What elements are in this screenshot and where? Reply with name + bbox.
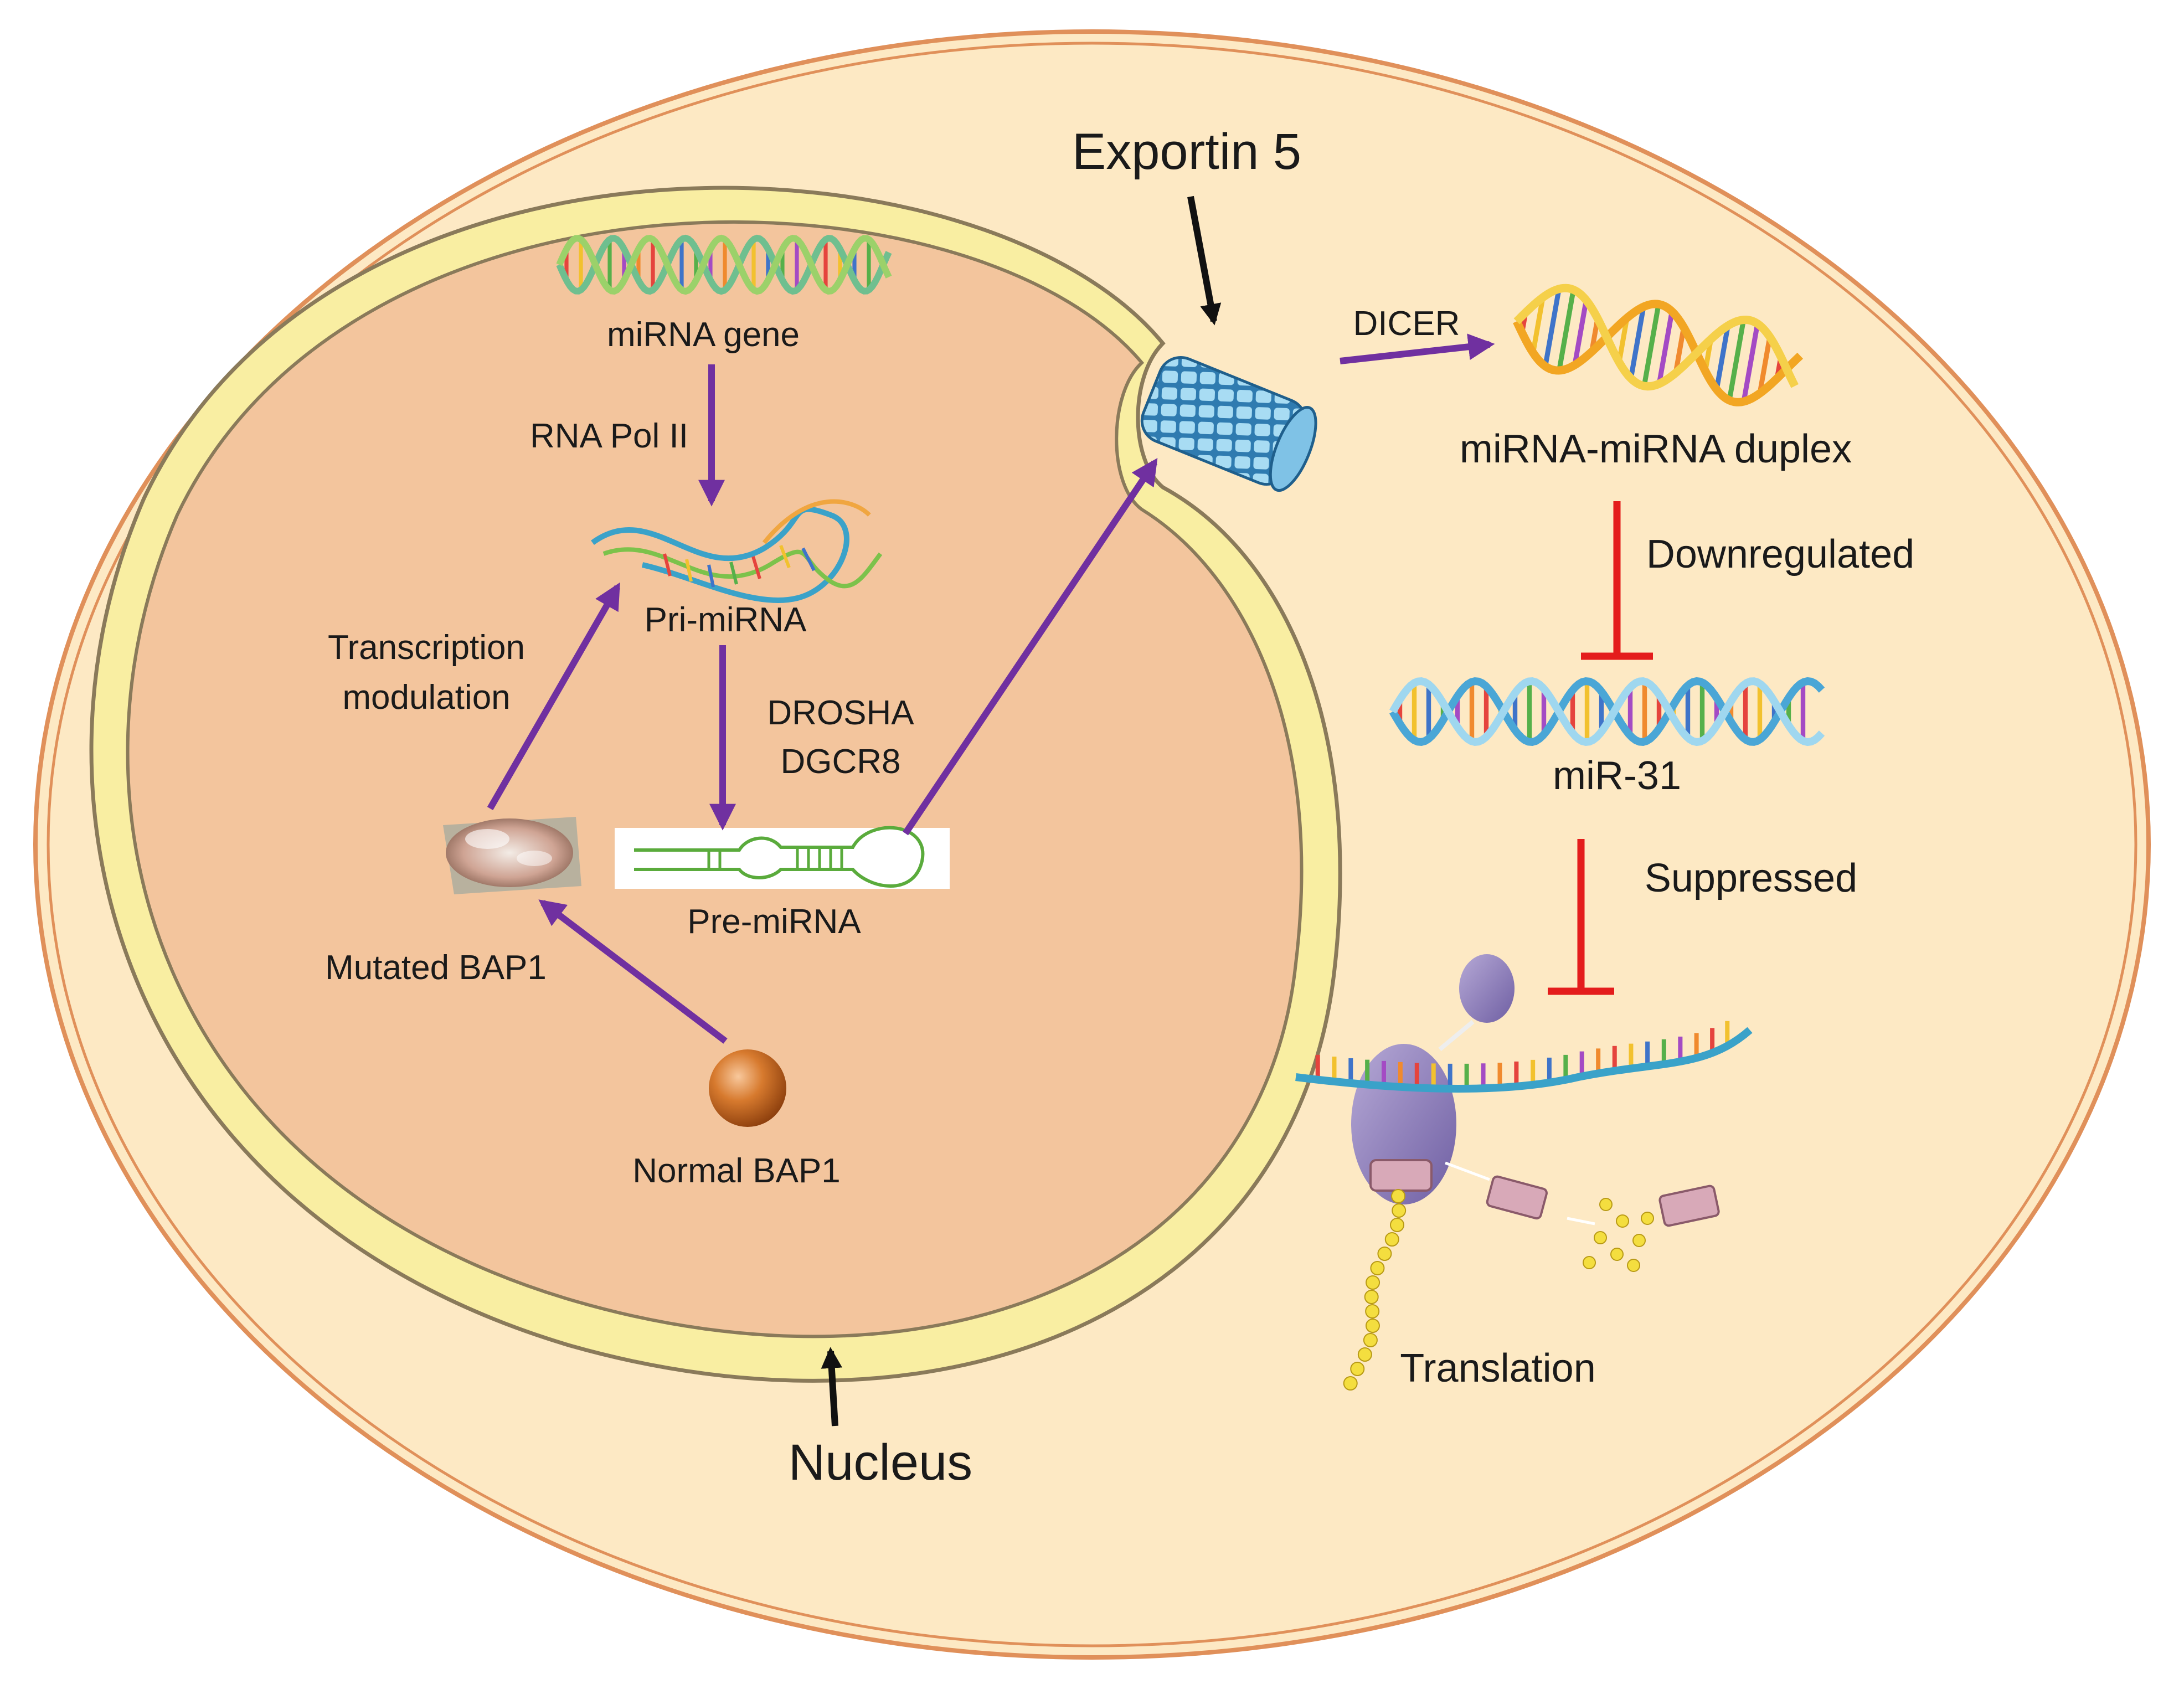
labels: Exportin 5 Nucleus miRNA gene RNA Pol II…: [325, 123, 1914, 1491]
pre-mirna-label: Pre-miRNA: [687, 903, 861, 941]
translation-label: Translation: [1400, 1346, 1596, 1391]
pri-mirna-strand-icon: [591, 499, 883, 603]
arrow-pre-to-pore: [903, 458, 1158, 836]
pri-mirna-label: Pri-miRNA: [645, 601, 807, 639]
arrow-mutated-to-pri: [487, 582, 621, 810]
nucleoplasm: [126, 220, 1304, 1338]
suppressed-label: Suppressed: [1645, 856, 1857, 900]
mirna-gene-label: miRNA gene: [607, 316, 800, 354]
nucleus-pointer-arrow: [821, 1347, 842, 1427]
normal-bap1-label: Normal BAP1: [632, 1152, 841, 1190]
inhibit-suppressed-symbol: [1548, 839, 1614, 995]
mutated-bap1-label: Mutated BAP1: [325, 949, 547, 987]
arrow-dicer: [1340, 333, 1495, 364]
transcription-label-line1: Transcription: [328, 629, 525, 667]
rna-pol-label: RNA Pol II: [530, 417, 688, 455]
dna-double-helix-icon: [556, 234, 892, 295]
trna-icon: [1445, 1161, 1720, 1227]
mutated-bap1-protein-icon: [443, 817, 581, 894]
mir31-helix-icon: [1389, 677, 1825, 746]
duplex-label: miRNA-miRNA duplex: [1460, 427, 1852, 471]
nucleus-label: Nucleus: [789, 1434, 972, 1491]
mirna-duplex-helix-icon: [1513, 284, 1804, 406]
cell-membrane-inner-line: [47, 42, 2137, 1647]
exportin-pointer-arrow: [1187, 195, 1222, 326]
process-arrows: [487, 333, 1495, 1044]
exportin-label: Exportin 5: [1072, 123, 1301, 180]
drosha-label: DROSHA: [767, 694, 914, 732]
mir31-label: miR-31: [1553, 754, 1681, 798]
arrow-normal-to-mutated: [538, 899, 728, 1044]
mrna-strand-icon: [1295, 1027, 1753, 1093]
translation-machinery: [1295, 954, 1753, 1391]
nuclear-pore-complex-icon: [1140, 356, 1317, 492]
nucleus: [89, 186, 1342, 1383]
dicer-label: DICER: [1353, 305, 1460, 343]
transcription-label-line2: modulation: [342, 678, 510, 717]
ribosome-small-subunit-icon: [1459, 954, 1515, 1023]
inhibit-downregulated-symbol: [1581, 501, 1653, 660]
pre-mirna-hairpin-icon: [615, 826, 950, 889]
dgcr8-label: DGCR8: [780, 743, 900, 781]
normal-bap1-protein-icon: [709, 1049, 786, 1127]
downregulated-label: Downregulated: [1646, 532, 1914, 576]
amino-acid-chain-icon: [1343, 1189, 1654, 1391]
